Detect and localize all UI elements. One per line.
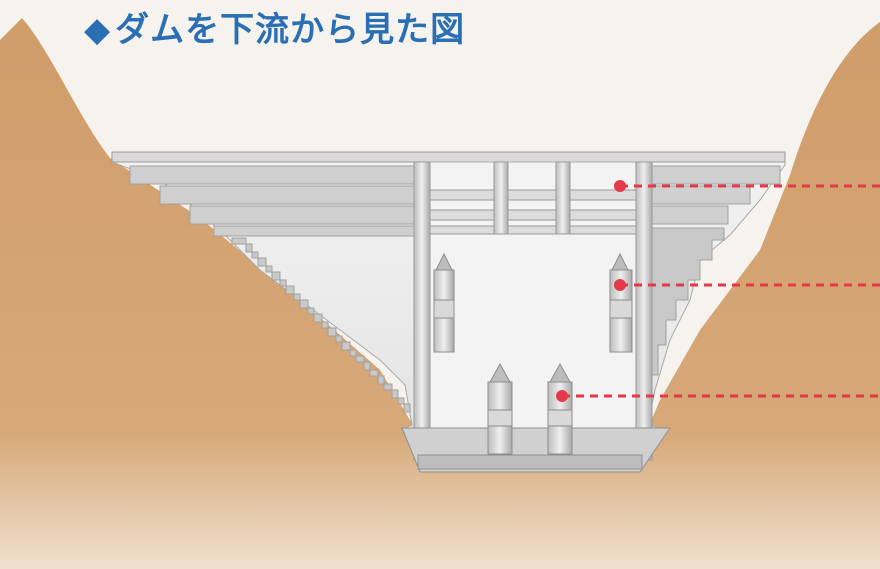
marker-dot-lower [556, 390, 568, 402]
dam-crest [111, 151, 786, 163]
diamond-marker-icon: ◆ [84, 10, 112, 50]
marker-dot-middle [614, 279, 626, 291]
marker-middle [614, 279, 880, 291]
marker-dot-top [614, 180, 626, 192]
spillway-opening [429, 161, 637, 455]
basin-floor [417, 454, 643, 470]
spillway-left-wall [413, 161, 431, 461]
marker-top [614, 180, 880, 192]
diagram-title: ◆ダムを下流から見た図 [84, 8, 465, 52]
upper-gate-right [609, 252, 633, 353]
marker-lower [556, 390, 880, 402]
lower-gate-left [487, 362, 513, 455]
spillway-right-wall [635, 161, 653, 461]
crest-piers [493, 161, 571, 235]
spillway-beams [429, 189, 637, 235]
upper-gate-left [433, 252, 455, 353]
diagram-title-text: ダムを下流から見た図 [115, 10, 466, 50]
